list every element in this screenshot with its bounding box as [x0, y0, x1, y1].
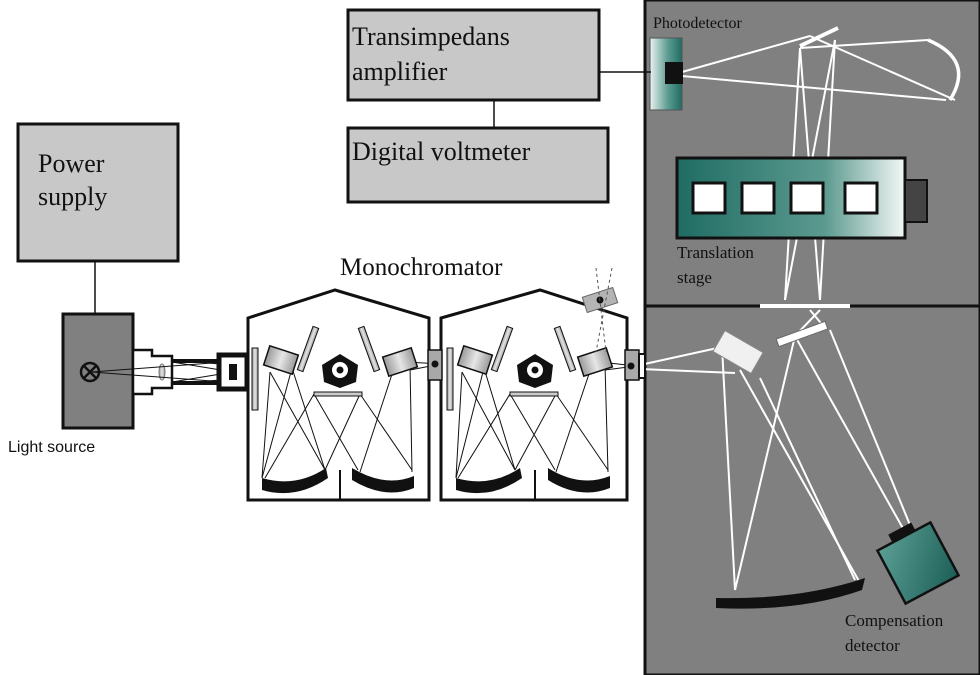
power-supply-box: [16, 122, 180, 263]
compensation-label-line2: detector: [845, 636, 900, 655]
sample-slot-2: [740, 181, 776, 215]
digital-voltmeter-label: Digital voltmeter: [352, 137, 531, 166]
lamp-icon: [79, 361, 101, 383]
intermediate-slit-aperture: [431, 360, 439, 368]
stage-1-grating-plate: [313, 391, 363, 397]
photodetector-label: Photodetector: [653, 15, 743, 32]
transimpedans-label-line2: amplifier: [352, 57, 448, 86]
stage-2-collimating-mirror: [456, 344, 494, 376]
compensation-detector: [875, 520, 961, 606]
stage-1-focusing-mirror: [381, 346, 419, 378]
filter-wheel-dashed-guides: [595, 267, 613, 353]
transimpedans-amplifier-box: [346, 8, 601, 102]
photodetector-sensor: [665, 62, 683, 84]
stage-2-grating-plate: [509, 391, 559, 397]
light-source: [61, 312, 250, 430]
translation-stage-label-line2: stage: [677, 268, 712, 287]
beam-paths: [639, 35, 956, 591]
sample-slot-3: [789, 181, 825, 215]
entrance-slit: [229, 364, 237, 380]
digital-voltmeter-box: [346, 126, 610, 204]
electronics: Transimpedans amplifier Digital voltmete…: [16, 8, 651, 314]
stage-2-mirror-right: [548, 468, 610, 493]
monochromator: [246, 267, 646, 502]
stage-2-focusing-mirror: [576, 346, 614, 378]
sample-slot-1: [691, 181, 727, 215]
stage-1-collimating-mirror: [262, 344, 300, 376]
stage-1-slit-plate: [251, 347, 259, 411]
stage-2-baffle-left: [490, 325, 514, 373]
stage-1-mirror-left: [262, 468, 328, 494]
transimpedans-label-line1: Transimpedans: [352, 22, 510, 51]
stage-1-beams: [261, 361, 442, 479]
condenser-lens: [158, 363, 166, 381]
power-supply-label-line2: supply: [38, 182, 107, 211]
light-source-label: Light source: [8, 439, 95, 456]
chamber-upper-body: [643, 0, 980, 675]
upper-spherical-mirror: [927, 38, 961, 101]
monochromator-label: Monochromator: [340, 254, 503, 281]
fiber-coupler-top: [172, 359, 222, 363]
lamp-lens-tube: [131, 348, 174, 396]
grating-icon: [322, 354, 358, 388]
stage-1-baffle-right: [357, 325, 381, 373]
power-supply-label-line1: Power: [38, 149, 105, 178]
photodetector: [649, 37, 683, 111]
stage-1-baffle-left: [296, 325, 320, 373]
lower-mirror-left: [712, 329, 764, 375]
lower-mirror-right: [775, 320, 829, 348]
stage-2-baffle-right: [553, 325, 577, 373]
translation-stage-label-line1: Translation: [677, 243, 754, 262]
grating-icon-stage-2: [517, 354, 553, 388]
compensation-label-line1: Compensation: [845, 611, 944, 630]
translation-stage-motor: [904, 179, 928, 223]
exit-port-flange: [638, 353, 646, 379]
compensation-detector-sensor: [888, 522, 916, 544]
stage-2-mirror-left: [456, 468, 522, 494]
stage-2-slit-plate: [446, 347, 454, 411]
translation-stage: [675, 156, 928, 240]
fiber-coupler-bottom: [172, 381, 222, 385]
exit-slit-aperture: [627, 362, 635, 370]
upper-folding-mirror: [799, 26, 839, 48]
stage-1-mirror-right: [352, 468, 414, 493]
measurement-chamber: Photodetector Translation stage Compensa…: [639, 0, 980, 675]
sample-slot-4: [843, 181, 879, 215]
lower-concave-mirror: [716, 578, 865, 609]
